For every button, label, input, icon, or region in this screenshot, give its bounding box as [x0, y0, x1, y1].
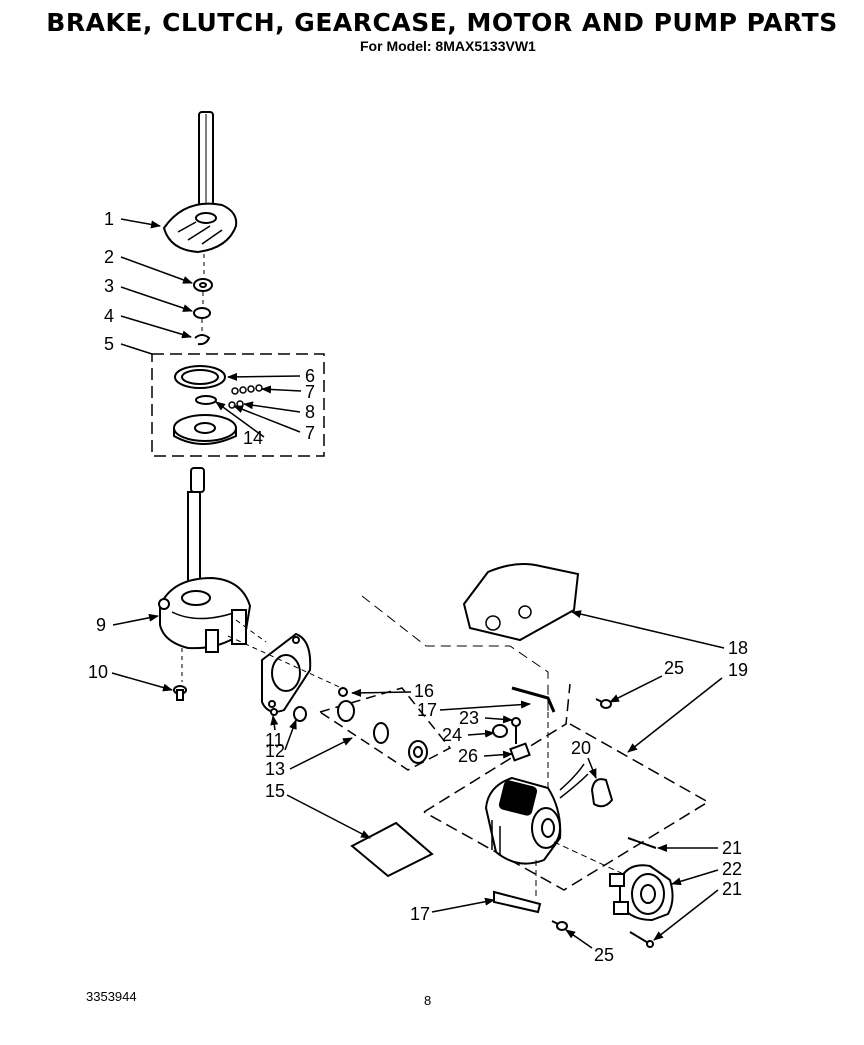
callout-11: 11	[265, 730, 284, 750]
callout-21-upper: 21	[722, 838, 742, 858]
page-title: BRAKE, CLUTCH, GEARCASE, MOTOR AND PUMP …	[46, 8, 838, 37]
callout-25-lower: 25	[594, 945, 614, 965]
callout-8: 8	[305, 402, 315, 422]
callout-6: 6	[305, 366, 315, 386]
part-18-motor-shield	[462, 563, 580, 642]
part-20-clip	[590, 778, 614, 808]
callout-leaders	[111, 218, 725, 949]
part-11-mount-plate	[261, 632, 312, 722]
part-25-screws	[551, 698, 612, 931]
callout-26: 26	[458, 746, 478, 766]
callout-3: 3	[104, 276, 114, 296]
part-17-bracket-lower	[493, 890, 542, 914]
callout-labels: 1 2 3 4 5 6 7 8 7 14 9 10 11 12 13 15 16…	[88, 209, 748, 965]
part-14-brake-rotor	[173, 395, 237, 445]
part-9-gearcase	[158, 467, 252, 653]
callout-23: 23	[459, 708, 479, 728]
callout-4: 4	[104, 306, 114, 326]
part-17-bracket-upper	[511, 686, 556, 713]
callout-25-upper: 25	[664, 658, 684, 678]
callout-10: 10	[88, 662, 108, 682]
parts-2-3-4-washers	[193, 254, 213, 346]
callout-22: 22	[722, 859, 742, 879]
page-number: 8	[424, 993, 432, 1008]
assembly-5-boundary	[151, 353, 325, 457]
callout-20: 20	[571, 738, 591, 758]
part-1-drive-block	[162, 202, 238, 254]
part-6-brake-spring	[174, 365, 226, 389]
parts-7-8-pins	[228, 384, 263, 409]
model-subtitle: For Model: 8MAX5133VW1	[360, 38, 536, 54]
callout-5: 5	[104, 334, 114, 354]
callout-24: 24	[442, 725, 462, 745]
callout-21-lower: 21	[722, 879, 742, 899]
callout-12: 12	[265, 741, 285, 761]
part-13-coupling	[337, 687, 428, 764]
alignment-line-3	[553, 841, 633, 879]
callout-14: 14	[243, 428, 263, 448]
callout-17-upper: 17	[417, 700, 437, 720]
callout-15: 15	[265, 781, 285, 801]
part-21-pins	[627, 837, 657, 948]
callout-13: 13	[265, 759, 285, 779]
callout-7-lower: 7	[305, 423, 315, 443]
callout-16: 16	[414, 681, 434, 701]
part-15-pad	[350, 821, 434, 878]
alignment-line-1	[227, 635, 347, 691]
assembly-13-coupling-boundary	[318, 687, 452, 771]
callout-2: 2	[104, 247, 114, 267]
callout-1: 1	[104, 209, 114, 229]
part-11-12-fasteners	[270, 708, 278, 716]
drive-shaft-upper	[198, 111, 214, 223]
callout-18: 18	[728, 638, 748, 658]
callout-7-upper: 7	[305, 382, 315, 402]
assembly-19-boundary	[423, 683, 710, 891]
callout-9: 9	[96, 615, 106, 635]
part-10-bolt	[173, 648, 187, 701]
document-number: 3353944	[86, 989, 137, 1004]
alignment-line-2	[235, 619, 267, 643]
callout-17-lower: 17	[410, 904, 430, 924]
part-22-pump	[609, 864, 674, 922]
part-19-motor	[484, 763, 589, 865]
callout-19: 19	[728, 660, 748, 680]
motor-mount-guideline	[361, 595, 549, 712]
